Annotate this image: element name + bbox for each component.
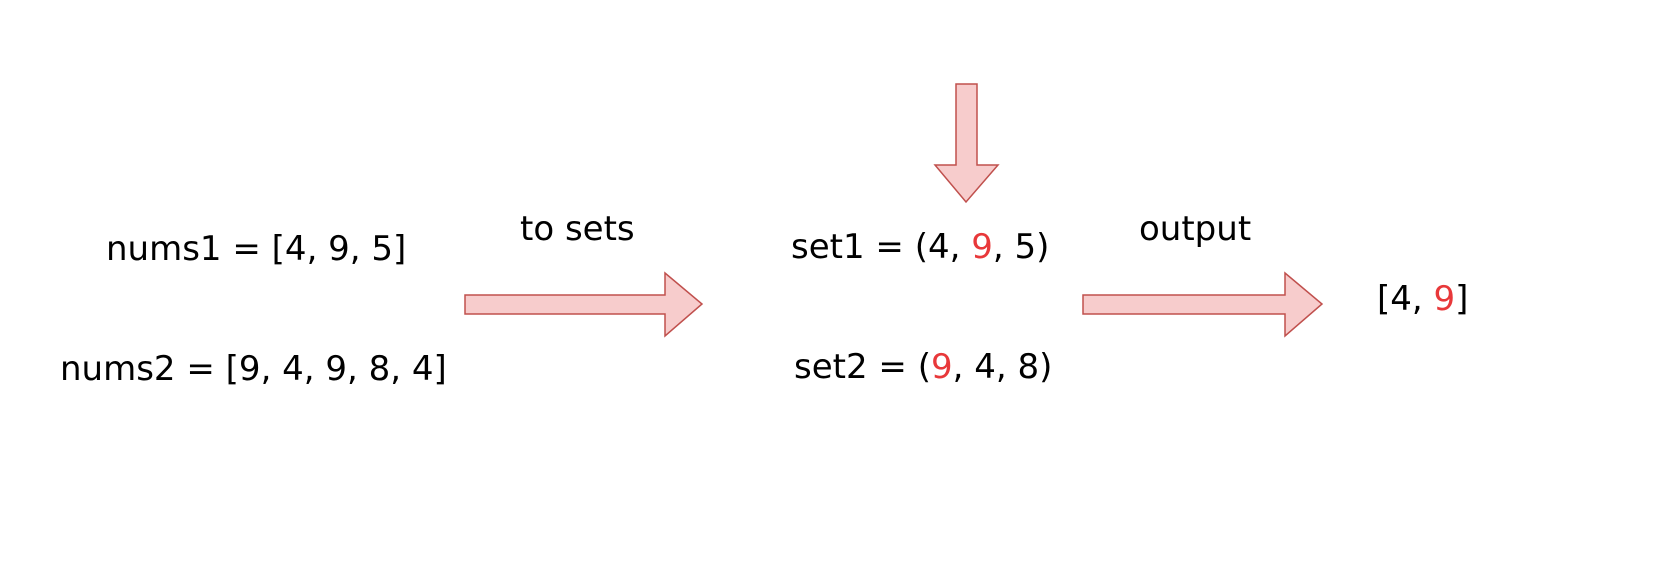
set2-suffix: , 4, 8) — [952, 347, 1053, 387]
result-highlight: 9 — [1433, 279, 1456, 319]
set1-suffix: , 5) — [992, 227, 1050, 267]
set2-prefix: set2 = ( — [794, 347, 931, 387]
set2-label: set2 = (9, 4, 8) — [794, 350, 1052, 384]
set1-prefix: set1 = (4, — [791, 227, 972, 267]
nums1-label: nums1 = [4, 9, 5] — [106, 229, 407, 269]
set2-highlight: 9 — [930, 347, 953, 387]
output-arrow — [1082, 271, 1324, 338]
to-sets-label: to sets — [520, 209, 635, 249]
highlight-down-arrow — [933, 83, 1000, 204]
set1-highlight: 9 — [971, 227, 993, 267]
result-label: [4, 9] — [1377, 282, 1468, 316]
to-sets-arrow — [464, 271, 704, 338]
set1-label: set1 = (4, 9, 5) — [791, 230, 1049, 264]
result-suffix: ] — [1455, 279, 1469, 319]
nums2-label: nums2 = [9, 4, 9, 8, 4] — [60, 349, 447, 389]
result-prefix: [4, — [1377, 279, 1434, 319]
output-label: output — [1139, 209, 1252, 249]
